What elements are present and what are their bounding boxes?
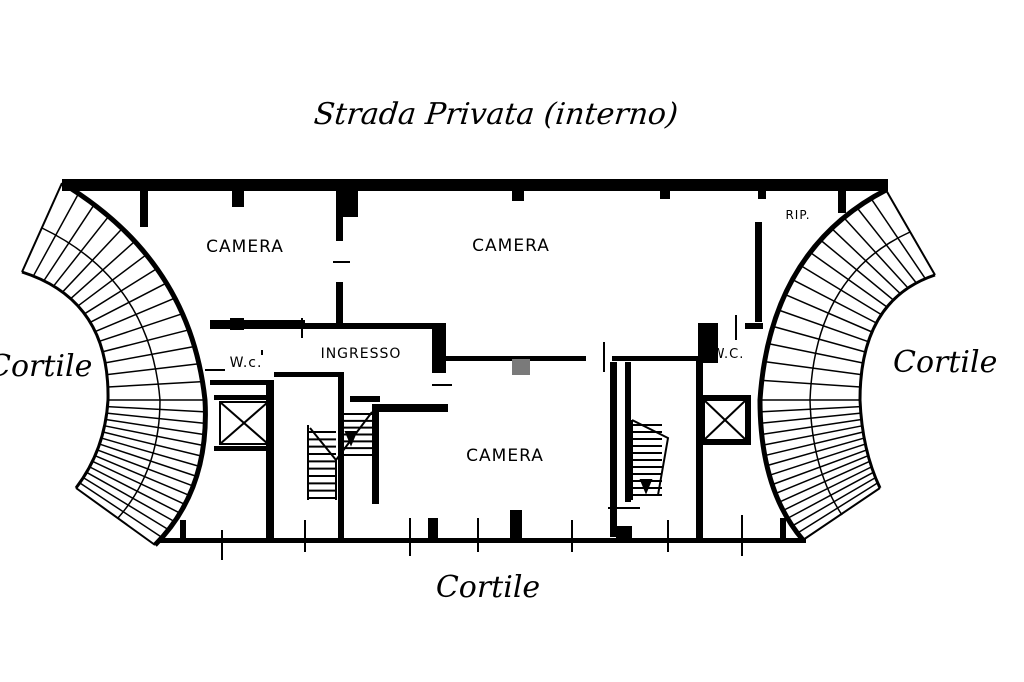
stair-tread xyxy=(86,471,175,523)
stair-tread xyxy=(105,418,205,436)
stair-tread xyxy=(79,482,163,539)
stair-tread xyxy=(61,228,123,293)
stair-tread xyxy=(775,454,869,495)
straight-stair-left xyxy=(307,411,373,500)
stair-tread xyxy=(764,431,864,457)
left-stair-end-top xyxy=(21,182,63,273)
stair-tread xyxy=(99,443,197,478)
stair-tread xyxy=(782,466,872,512)
stair-tread xyxy=(870,197,926,280)
stair-tread xyxy=(89,282,167,324)
left-stair-end-bottom xyxy=(75,487,156,546)
stair-tread xyxy=(106,412,206,425)
street-label: Strada Privata (interno) xyxy=(312,97,679,132)
stair-tread xyxy=(766,437,865,467)
stair-tread xyxy=(107,405,206,413)
stair-tread xyxy=(760,405,861,413)
left-curved-stair xyxy=(21,180,208,547)
stair-tread xyxy=(105,345,195,364)
stair-tread xyxy=(772,325,866,353)
right-curved-stair xyxy=(757,187,936,542)
room-wc-left: W.c. xyxy=(230,355,263,371)
room-camera-lower: CAMERA xyxy=(466,446,544,466)
room-ingresso: INGRESSO xyxy=(321,346,402,362)
stair-tread xyxy=(771,449,867,486)
room-ripostiglio: RIP. xyxy=(785,208,810,222)
right-stair-inner-arc xyxy=(858,273,936,489)
stair-tread xyxy=(768,342,864,364)
stair-tread xyxy=(769,443,866,477)
left-stair-inner-arc xyxy=(21,270,110,489)
stair-tread xyxy=(760,412,861,425)
stair-tread xyxy=(792,278,877,324)
stair-tread xyxy=(856,207,917,284)
right-stair-end-bottom xyxy=(802,487,881,541)
stair-tread xyxy=(106,363,200,376)
room-wc-right: W.C. xyxy=(712,347,745,362)
openings xyxy=(205,261,743,560)
right-stair-end-top xyxy=(885,189,936,276)
straight-stair-right xyxy=(631,419,670,500)
stair-tread xyxy=(89,466,181,514)
wc-left-fixture xyxy=(219,401,269,445)
stair-tread xyxy=(102,431,202,457)
stair-tread xyxy=(102,329,190,353)
stair-tread xyxy=(107,380,203,388)
stair-tread xyxy=(92,460,186,506)
stair-tread xyxy=(99,312,183,343)
courtyard-bottom-label: Cortile xyxy=(436,570,540,605)
stair-tread xyxy=(43,204,95,282)
stair-tread xyxy=(761,379,861,388)
right-stair-outer-arc xyxy=(757,187,888,542)
stair-tread xyxy=(764,360,862,376)
stair-tread xyxy=(32,193,80,277)
stair-tread xyxy=(831,227,901,295)
stair-tread xyxy=(94,297,176,333)
stair-tread xyxy=(784,293,873,333)
stair-tread xyxy=(77,254,147,307)
left-stair-mid-arc xyxy=(41,227,161,519)
stair-tread xyxy=(791,477,876,527)
right-stair-mid-arc xyxy=(809,231,911,516)
courtyard-left-label: Cortile xyxy=(0,349,92,384)
stair-tread xyxy=(97,449,194,487)
stair-tread xyxy=(800,264,882,316)
stair-tread xyxy=(778,460,871,503)
courtyard-right-label: Cortile xyxy=(893,345,997,380)
stair-tread xyxy=(101,437,200,468)
stair-tread xyxy=(53,215,110,287)
stair-tread xyxy=(104,425,204,447)
wc-right-fixture xyxy=(703,399,747,441)
room-camera-center: CAMERA xyxy=(472,236,550,256)
stair-tread xyxy=(778,309,869,343)
stair-tread xyxy=(94,454,190,497)
stair-tread xyxy=(761,418,862,436)
stair-tread xyxy=(762,425,863,446)
bottom-wall xyxy=(158,538,806,543)
stair-tread xyxy=(843,217,909,289)
top-wall xyxy=(62,179,888,191)
grey-marker xyxy=(512,359,530,375)
stair-tread xyxy=(787,471,874,520)
stair-tread xyxy=(82,477,169,531)
stair-tread xyxy=(84,267,158,315)
stair-tread xyxy=(797,482,879,534)
room-camera-left: CAMERA xyxy=(206,237,284,257)
stair-tread xyxy=(819,239,894,301)
stair-tread xyxy=(70,240,136,300)
stair-tread xyxy=(809,251,888,308)
left-stair-outer-arc xyxy=(60,180,208,547)
